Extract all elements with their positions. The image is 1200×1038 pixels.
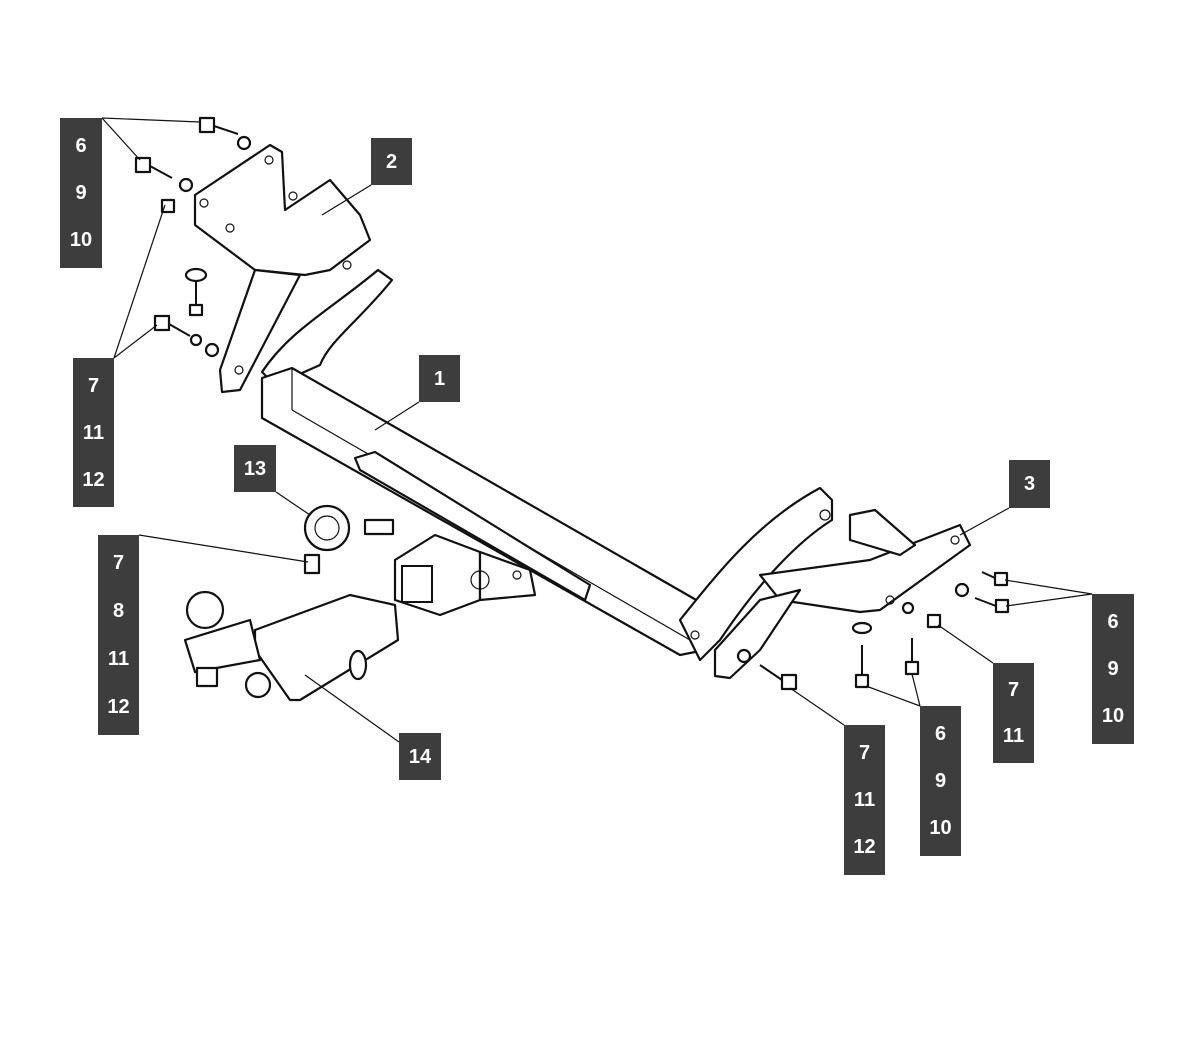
callout-number: 6 <box>934 722 947 745</box>
callout-left-lower-bolts: 7 11 12 <box>73 358 114 507</box>
callout-number: 7 <box>112 552 125 574</box>
callout-number: 13 <box>243 457 267 480</box>
callout-number: 1 <box>433 367 446 390</box>
callout-number: 6 <box>75 134 87 157</box>
callout-number: 11 <box>853 788 876 811</box>
callout-main-beam: 1 <box>419 355 460 402</box>
right-bracket <box>678 486 972 680</box>
callout-number: 12 <box>107 696 130 718</box>
callout-number: 10 <box>69 229 93 252</box>
callout-top-left-bolts: 6 9 10 <box>60 118 102 268</box>
callout-number: 10 <box>929 817 952 840</box>
callout-number: 12 <box>82 468 105 491</box>
callout-number: 8 <box>112 600 125 622</box>
leader-lines <box>101 117 1093 743</box>
callout-number: 7 <box>858 741 871 764</box>
callout-right-bolts: 6 9 10 <box>1092 594 1134 744</box>
callout-number: 7 <box>1007 679 1020 701</box>
callout-bottom-center-bolts: 6 9 10 <box>920 706 961 856</box>
ball-mount <box>183 590 400 702</box>
callout-bracket-left: 2 <box>371 138 412 185</box>
receiver <box>393 533 537 617</box>
main-beam <box>260 366 707 657</box>
callout-bottom-left-bolts: 7 11 12 <box>844 725 885 875</box>
callout-number: 11 <box>107 648 130 670</box>
left-bracket <box>193 143 394 394</box>
callout-right-mid-bolts: 7 11 <box>993 663 1034 763</box>
callout-number: 2 <box>385 150 398 173</box>
callout-number: 12 <box>853 836 876 859</box>
callout-socket-plate: 13 <box>234 445 276 492</box>
callout-number: 9 <box>75 181 87 204</box>
callout-number: 10 <box>1101 705 1125 728</box>
callout-number: 6 <box>1107 610 1119 633</box>
callout-number: 3 <box>1023 473 1036 495</box>
callout-number: 11 <box>1002 725 1025 747</box>
callout-ball-bolt: 7 8 11 12 <box>98 535 139 735</box>
callout-number: 9 <box>1107 657 1119 680</box>
callout-number: 11 <box>82 421 105 444</box>
callout-number: 7 <box>87 374 100 397</box>
socket-plate <box>303 504 395 575</box>
bolts <box>134 116 1010 691</box>
callout-bracket-right: 3 <box>1009 460 1050 508</box>
callout-number: 14 <box>408 745 432 768</box>
callout-number: 9 <box>934 769 947 792</box>
callout-ball-mount: 14 <box>399 733 441 780</box>
